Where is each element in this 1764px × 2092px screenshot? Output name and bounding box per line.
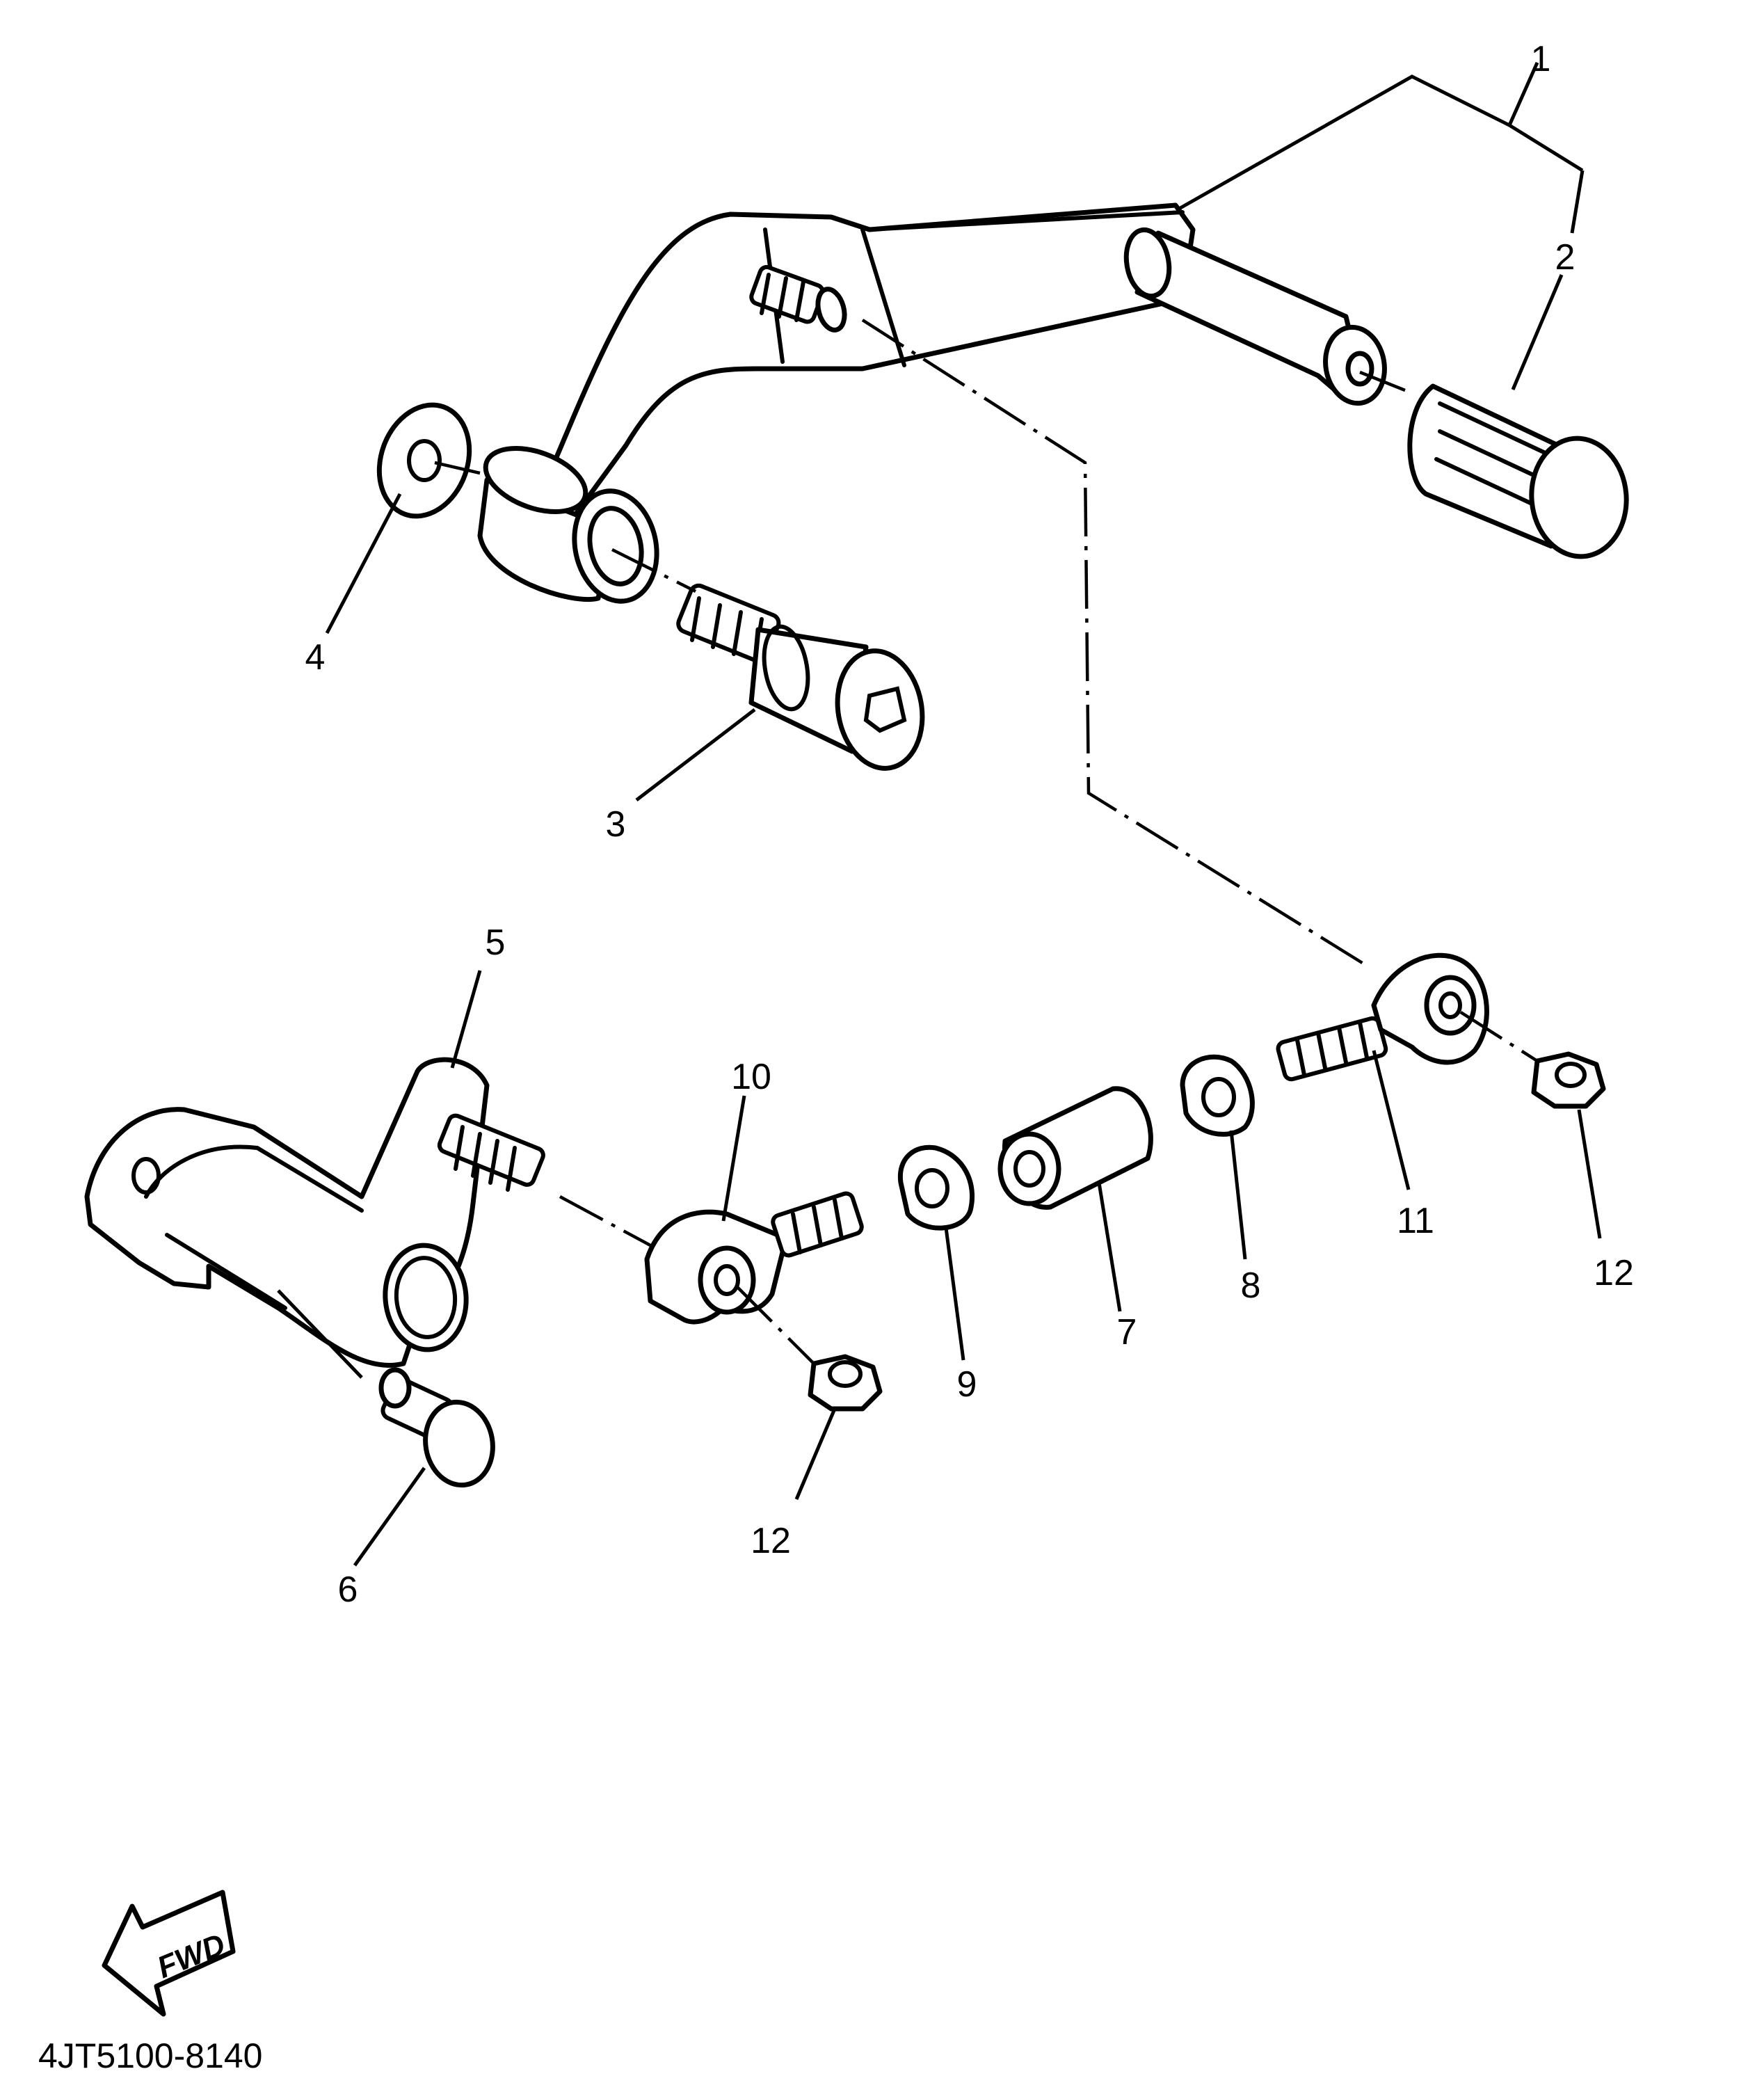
centerline-boss-to-bolt xyxy=(611,548,697,593)
centerline-shaft-to-tip xyxy=(1359,370,1413,395)
callout-12-lower: 12 xyxy=(751,1521,791,1561)
callout-2: 2 xyxy=(1555,237,1575,278)
callout-1: 1 xyxy=(1531,39,1551,79)
lever-threaded-stud xyxy=(749,264,847,333)
collar-small xyxy=(897,1144,975,1231)
nut-upper xyxy=(1531,1051,1606,1109)
centerline-lever-to-rod-end xyxy=(861,319,1365,965)
rod-end-front xyxy=(1276,952,1489,1082)
callout-12: 12 xyxy=(1594,1253,1634,1293)
rod-end-rear xyxy=(644,1191,864,1325)
drawing-code: 4JT5100-8140 xyxy=(38,2036,262,2075)
nut-lower xyxy=(808,1354,883,1412)
callout-8: 8 xyxy=(1241,1265,1261,1306)
callouts: 1 2 3 4 5 6 7 8 9 10 11 12 12 xyxy=(305,39,1634,1610)
callout-10: 10 xyxy=(731,1057,771,1097)
leader-lines xyxy=(277,61,1602,1567)
centerline-washer-to-boss xyxy=(434,461,481,475)
centerline-arm-to-rod-end xyxy=(559,1195,652,1247)
fwd-arrow-icon xyxy=(102,1890,236,2017)
callout-6: 6 xyxy=(338,1570,358,1610)
collar-medium xyxy=(1180,1054,1255,1137)
pivot-bolt xyxy=(676,583,925,771)
pedal-rubber-tip xyxy=(1407,383,1629,559)
centerline-rod-end-front-to-nut xyxy=(1459,1011,1539,1062)
callout-3: 3 xyxy=(606,804,626,845)
callout-5: 5 xyxy=(486,923,506,963)
forward-direction-marker: FWD xyxy=(102,1890,236,2017)
callout-11: 11 xyxy=(1397,1201,1434,1241)
shift-arm xyxy=(84,1057,545,1368)
spacer-sleeve xyxy=(997,1086,1153,1210)
centerline-rod-end-to-nut xyxy=(736,1286,815,1365)
callout-4: 4 xyxy=(305,637,326,678)
callout-7: 7 xyxy=(1117,1312,1137,1352)
callout-9: 9 xyxy=(957,1364,977,1405)
clamp-bolt xyxy=(378,1367,495,1488)
shift-pedal-lever xyxy=(477,202,1387,604)
washer xyxy=(376,402,472,519)
